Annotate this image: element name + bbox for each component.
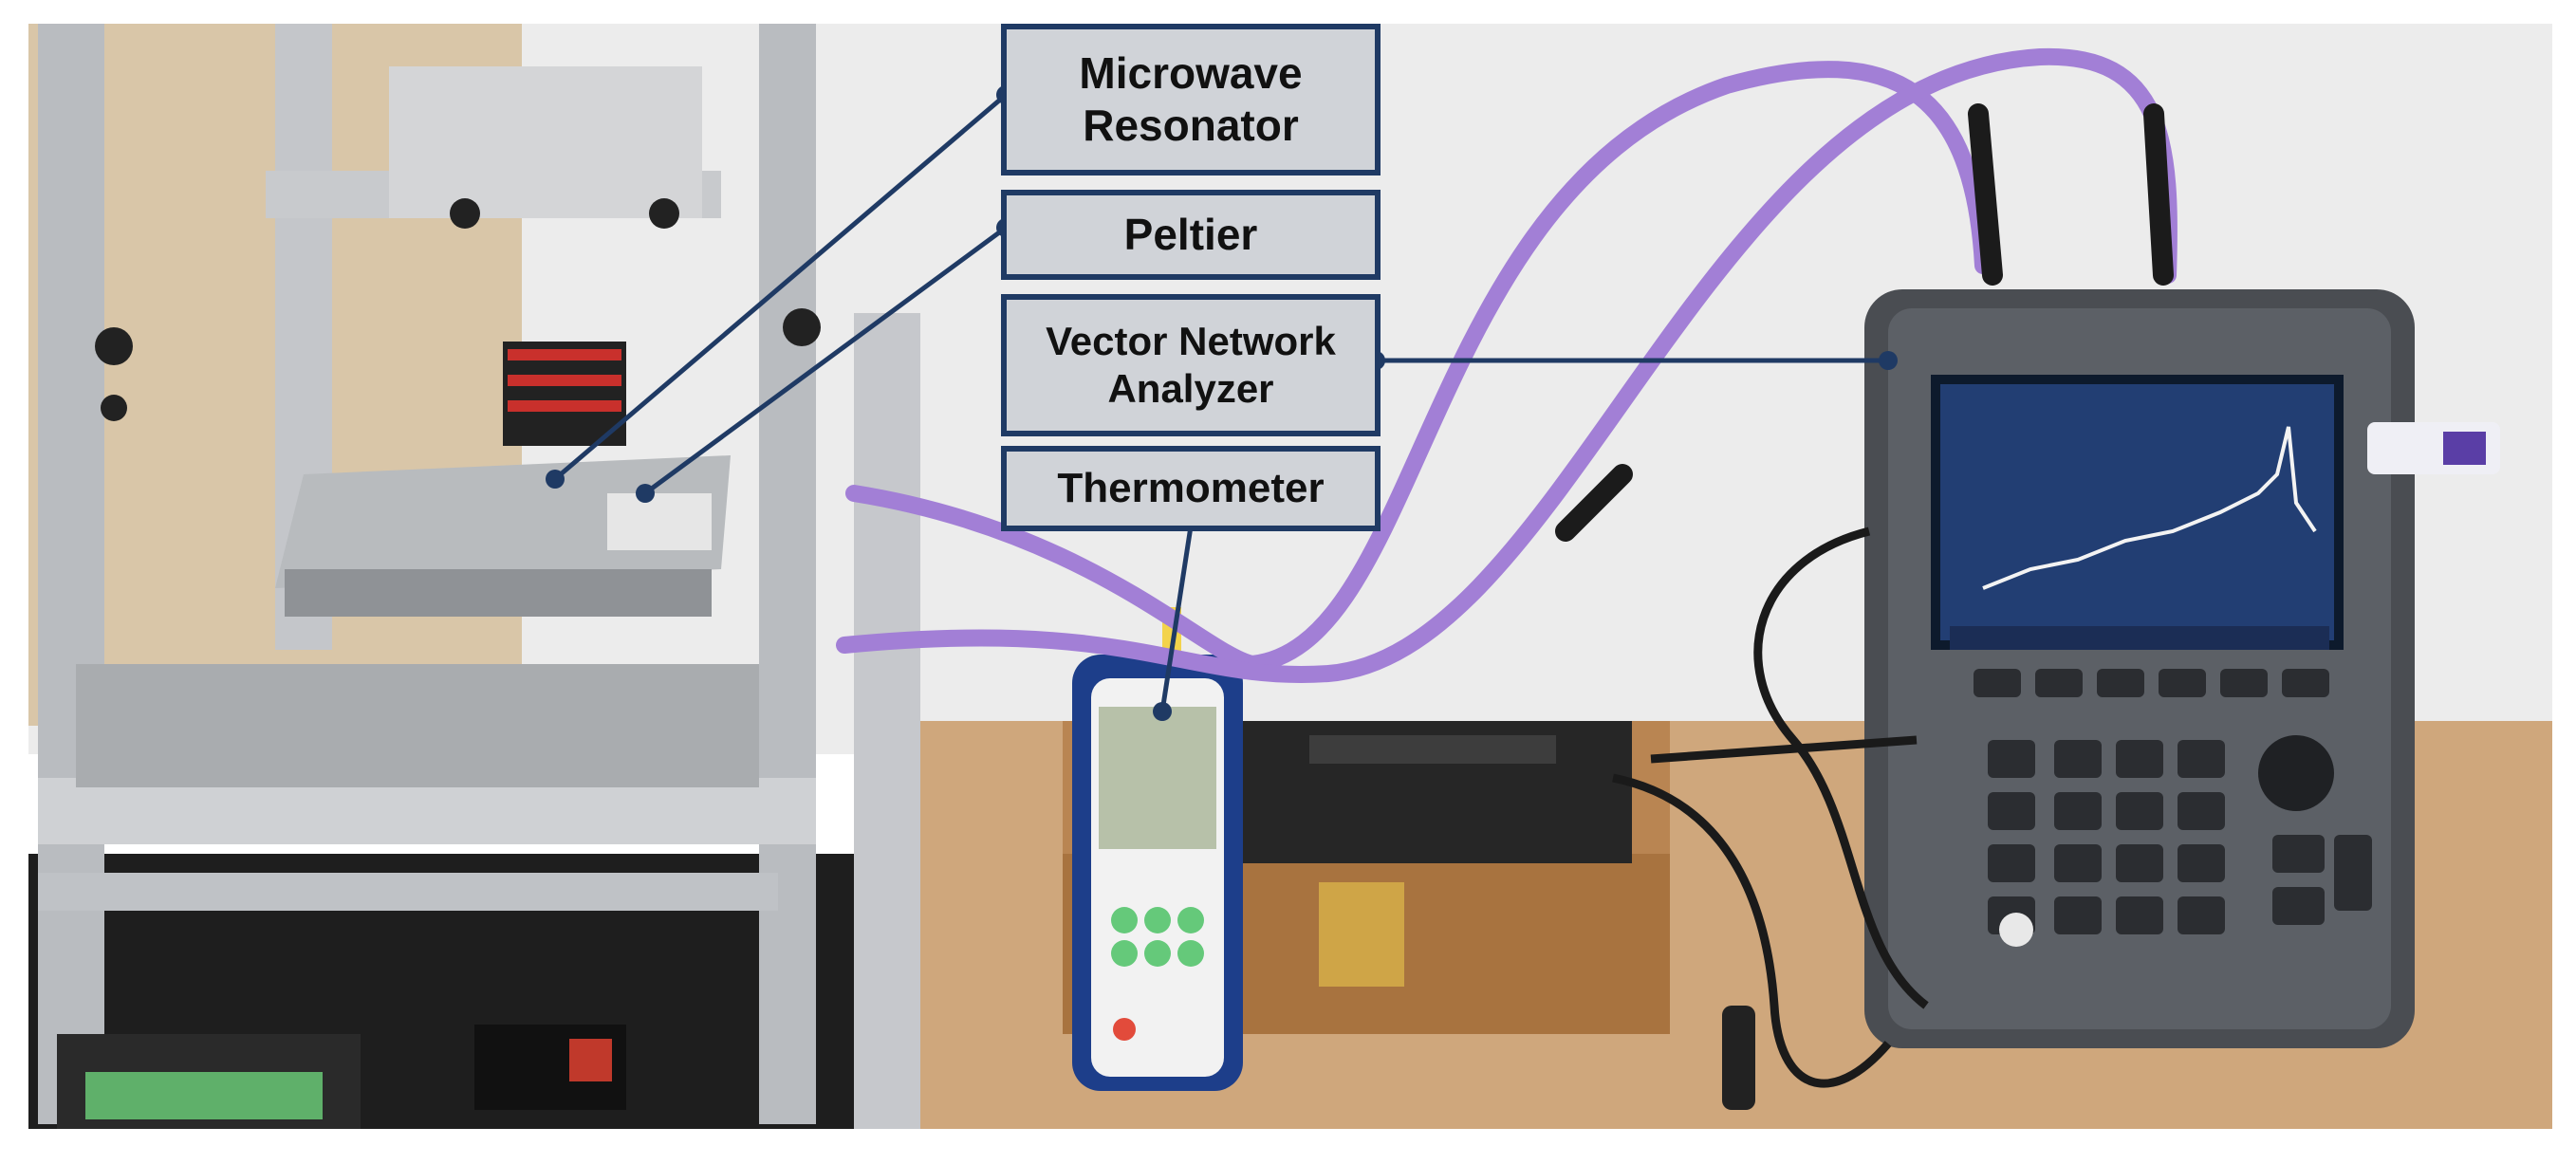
leader-resonator <box>553 93 1008 481</box>
callout-vector-network-analyzer: Vector Network Analyzer <box>1001 294 1381 436</box>
callout-text: Thermometer <box>1057 464 1325 511</box>
callout-text-line: Vector Network <box>1046 318 1336 363</box>
vna-trace <box>1982 426 2317 590</box>
callout-text-line: Analyzer <box>1107 366 1274 411</box>
callout-leader-lines <box>553 93 1888 712</box>
callout-text-line: Resonator <box>1083 101 1299 150</box>
resonator-plate <box>275 455 731 588</box>
leader-thermometer <box>1159 526 1194 712</box>
callout-peltier: Peltier <box>1001 190 1381 280</box>
peltier-module <box>607 493 712 550</box>
aluminum-frame-rig <box>38 24 920 1129</box>
thermocouple-meter <box>1072 607 1243 1091</box>
callout-text-line: Microwave <box>1079 47 1303 98</box>
rotary-knob <box>2258 735 2334 811</box>
callout-thermometer: Thermometer <box>1001 446 1381 531</box>
callout-text: Peltier <box>1123 209 1258 259</box>
callout-microwave-resonator: Microwave Resonator <box>1001 24 1381 176</box>
vector-network-analyzer <box>1864 289 2500 1048</box>
leader-peltier <box>643 225 1008 496</box>
